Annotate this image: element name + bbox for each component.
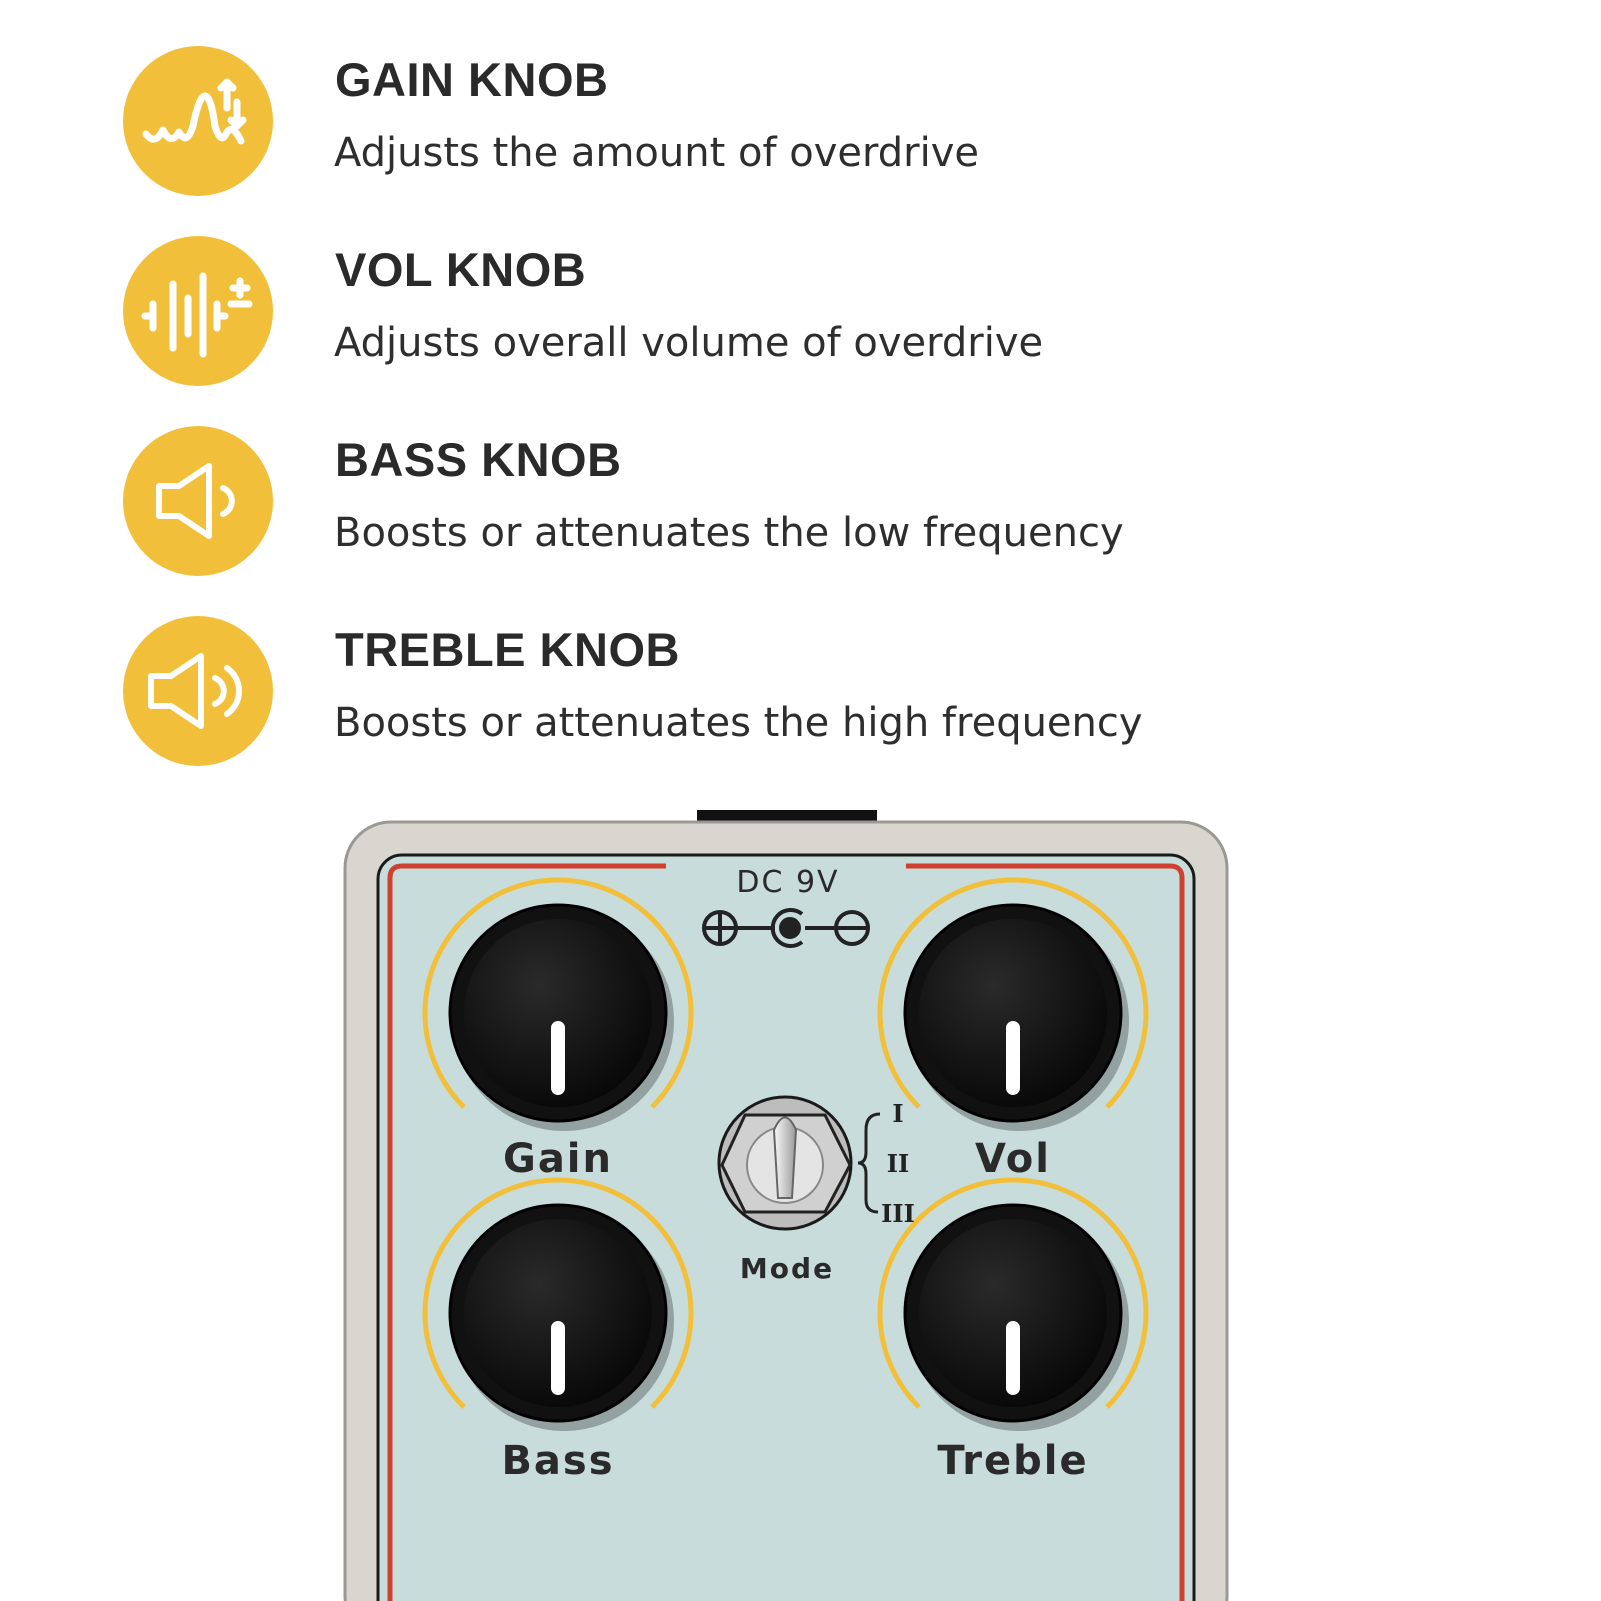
treble-label: Treble: [937, 1438, 1088, 1484]
mode-label: Mode: [740, 1252, 834, 1285]
feature-description: Adjusts the amount of overdrive: [334, 130, 979, 176]
feature-gain: GAIN KNOB Adjusts the amount of overdriv…: [123, 46, 1423, 196]
feature-title: BASS KNOB: [335, 433, 622, 486]
feature-title: VOL KNOB: [335, 243, 587, 296]
bass-knob[interactable]: [422, 1177, 694, 1431]
trim-line: [387, 863, 1185, 1601]
waveform-adjust-icon: [123, 46, 273, 196]
feature-description: Boosts or attenuates the high frequency: [334, 700, 1143, 746]
gain-label: Gain: [503, 1136, 613, 1182]
mode-position-3: III: [881, 1199, 915, 1228]
feature-title: TREBLE KNOB: [335, 623, 680, 676]
knob-range-arc: [422, 877, 694, 1109]
mode-bracket: [857, 1112, 881, 1214]
power-label: DC 9V: [736, 865, 839, 900]
feature-description: Adjusts overall volume of overdrive: [334, 320, 1044, 366]
feature-description: Boosts or attenuates the low frequency: [334, 510, 1124, 556]
knob-indicator: [1006, 1321, 1020, 1395]
bass-label: Bass: [501, 1438, 614, 1484]
knob-cap: [919, 1219, 1107, 1407]
knob-cap: [464, 1219, 652, 1407]
mode-position-2: II: [887, 1149, 909, 1178]
knob-cap: [464, 919, 652, 1107]
vol-knob[interactable]: [877, 877, 1149, 1131]
knob-range-arc: [877, 877, 1149, 1109]
knob-indicator: [1006, 1021, 1020, 1095]
knob-cap: [919, 919, 1107, 1107]
feature-title: GAIN KNOB: [335, 53, 609, 106]
knob-range-arc: [877, 1177, 1149, 1409]
knob-indicator: [551, 1321, 565, 1395]
speaker-low-icon: [123, 426, 273, 576]
volume-bars-plus-minus-icon: [123, 236, 273, 386]
knob-indicator: [551, 1021, 565, 1095]
feature-bass: BASS KNOB Boosts or attenuates the low f…: [123, 426, 1423, 576]
mode-toggle-switch[interactable]: [717, 1095, 853, 1231]
feature-vol: VOL KNOB Adjusts overall volume of overd…: [123, 236, 1423, 386]
feature-treble: TREBLE KNOB Boosts or attenuates the hig…: [123, 616, 1423, 766]
speaker-high-icon: [123, 616, 273, 766]
gain-knob[interactable]: [422, 877, 694, 1131]
knob-range-arc: [422, 1177, 694, 1409]
vol-label: Vol: [975, 1136, 1051, 1182]
treble-knob[interactable]: [877, 1177, 1149, 1431]
polarity-icon: [702, 908, 870, 948]
mode-position-1: I: [892, 1099, 903, 1128]
